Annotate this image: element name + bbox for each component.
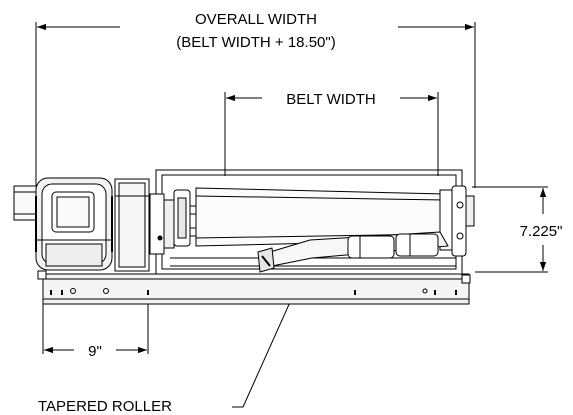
base-frame: [37, 270, 471, 305]
overall-width-label-line1: OVERALL WIDTH: [195, 11, 317, 28]
machine: [13, 169, 475, 305]
height-label: 7.225": [520, 223, 563, 240]
overall-width-label-line2: (BELT WIDTH + 18.50"): [176, 34, 335, 51]
tensioner-block: [257, 247, 275, 273]
height-dimension: [472, 186, 548, 273]
base-frame-holes: [50, 288, 457, 295]
tapered-roller-label: TAPERED ROLLER: [38, 398, 172, 415]
motor-gearbox: [35, 177, 113, 271]
return-roller: [269, 231, 449, 267]
tapered-roller: [195, 187, 447, 247]
coupling-guard: [114, 178, 150, 272]
motor-mount-lines: [35, 196, 113, 252]
belt-width-dimension: [224, 92, 439, 170]
belt-width-label: BELT WIDTH: [286, 91, 375, 108]
overall-width-dimension: [35, 22, 476, 188]
motor-offset-label: 9": [88, 343, 102, 360]
right-bearing-assembly: [439, 185, 475, 257]
